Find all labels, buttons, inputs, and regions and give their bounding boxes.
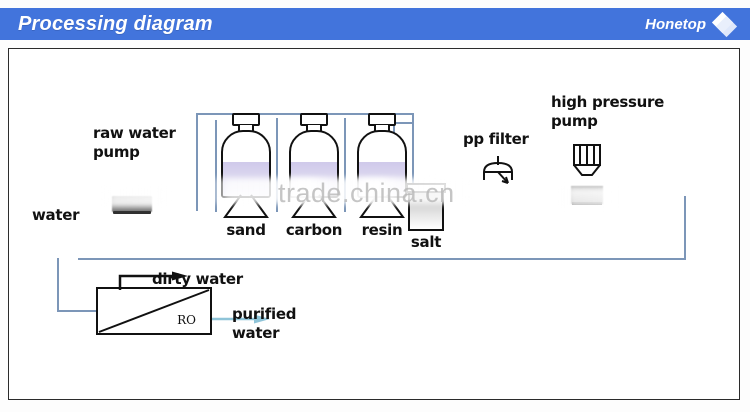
arrow-right-dark [118, 271, 188, 290]
pipe-salt-feed-riser [412, 113, 414, 189]
tank-neck-icon [238, 125, 254, 131]
salt-lid-icon [406, 183, 446, 193]
tank-foot-icon [221, 194, 271, 219]
hp-pump-icon[interactable] [567, 144, 607, 210]
vessel-label-salt: salt [410, 233, 442, 251]
tank-media-fill [291, 162, 337, 196]
tank-body-icon [289, 130, 339, 198]
diagram-frame [8, 48, 740, 400]
vessel-sand[interactable]: sand [218, 113, 274, 239]
tank-foot-icon [289, 194, 339, 219]
vessel-resin[interactable]: resin [354, 113, 410, 239]
tank-body-icon [221, 130, 271, 198]
vessel-label-resin: resin [361, 221, 403, 239]
pipe-sand-downcomer [215, 120, 217, 212]
pp-filter-label: pp filter [463, 130, 529, 148]
raw-water-pump-label: raw water pump [93, 124, 176, 161]
vessel-salt[interactable]: salt [406, 183, 446, 251]
vessel-label-sand: sand [226, 221, 266, 239]
tank-neck-icon [306, 125, 322, 131]
vessel-carbon[interactable]: carbon [286, 113, 342, 239]
pipe-ro-inlet-run [57, 310, 97, 312]
page-header: Processing diagram Honetop [0, 8, 750, 40]
tank-foot-icon [357, 194, 407, 219]
pipe-ro-inlet-drop [57, 258, 59, 311]
pipe-right-riser [684, 196, 686, 259]
pipe-bottom-header [78, 258, 686, 260]
ro-label: RO [177, 313, 196, 327]
brand-name: Honetop [645, 15, 706, 33]
tank-media-fill [223, 162, 269, 196]
ro-unit-icon[interactable]: RO [96, 287, 212, 335]
purified-water-label: purified water [232, 305, 297, 342]
pipe-salt-crossover [393, 122, 413, 124]
vessel-label-carbon: carbon [285, 221, 343, 239]
pipe-resin-riser [344, 118, 346, 212]
pump-block-icon[interactable] [112, 196, 152, 216]
tank-neck-icon [374, 125, 390, 131]
high-pressure-pump-label: high pressure pump [551, 93, 664, 130]
tank-media-fill [359, 162, 405, 196]
tank-body-icon [357, 130, 407, 198]
diamond-logo-icon [711, 11, 738, 37]
pp-filter-icon[interactable] [478, 156, 522, 192]
water-source-label: water [32, 206, 80, 224]
brand: Honetop [645, 11, 738, 37]
hp-pump-cartridge-icon [571, 144, 603, 178]
salt-bin-icon [408, 193, 444, 231]
page-title: Processing diagram [18, 12, 213, 35]
hp-pump-base-icon [572, 202, 602, 205]
pipe-sand-inlet-riser [196, 113, 198, 211]
pipe-carbon-riser [276, 118, 278, 212]
dirty-water-label: dirty water [152, 270, 243, 288]
arrow-right-blue [212, 314, 270, 324]
